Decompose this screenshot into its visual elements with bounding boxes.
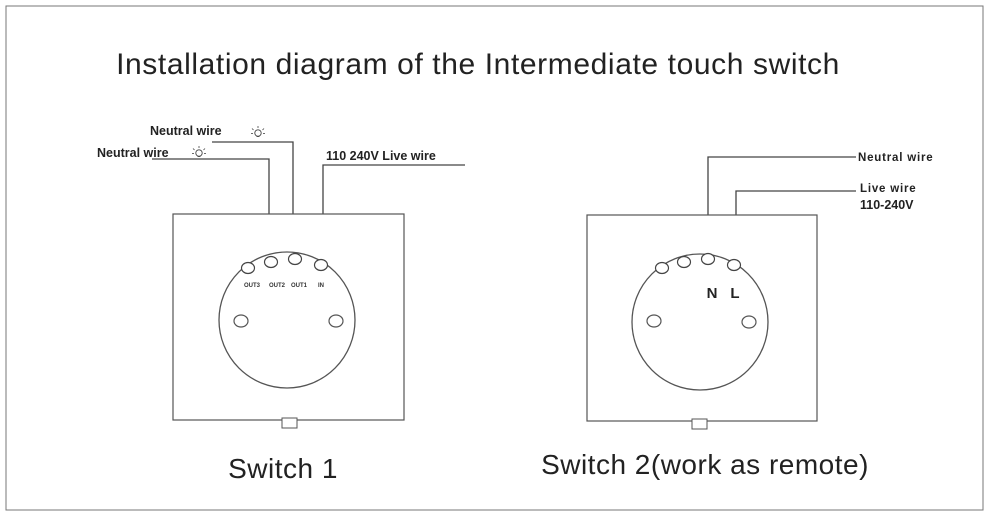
- terminal-out2: [263, 255, 279, 269]
- switch-2-tab: [691, 418, 708, 430]
- live-wire-label: 110 240V Live wire: [326, 149, 436, 163]
- terminal-2: [676, 255, 692, 269]
- switch-2-terminals: N L: [654, 252, 742, 302]
- terminal-label-in: IN: [318, 283, 324, 289]
- switch-1-plate: [172, 213, 405, 421]
- neutral-wire-label: Neutral wire: [858, 152, 933, 164]
- switch-2-screw-hole-right: [741, 315, 757, 329]
- terminal-in: [313, 258, 329, 272]
- live-wire-label: Live wire: [860, 183, 916, 195]
- terminal-1: [654, 261, 670, 275]
- terminal-label-out2: OUT2: [269, 283, 286, 289]
- switch-2-plate: [586, 214, 818, 422]
- switch-2-screw-hole-left: [646, 314, 662, 328]
- voltage-label: 110-240V: [860, 198, 914, 212]
- switch-1-terminals: OUT3 OUT2 OUT1 IN: [240, 252, 329, 289]
- switch-1-tab: [281, 417, 298, 429]
- switch-1: Neutral wire Neutral wire 110 240V Live …: [97, 124, 465, 484]
- neutral-wire-label-top: Neutral wire: [150, 124, 222, 138]
- terminal-label-out1: OUT1: [291, 283, 308, 289]
- switch-2: Neutral wire Live wire 110-240V N L Swit…: [541, 152, 933, 480]
- switch-1-mounting-circle: [218, 251, 356, 389]
- terminal-label-out3: OUT3: [244, 283, 261, 289]
- terminal-out1: [287, 252, 303, 266]
- terminal-out3: [240, 261, 256, 275]
- switch-1-caption: Switch 1: [228, 453, 338, 484]
- neutral-wire-label-bottom: Neutral wire: [97, 146, 169, 160]
- outer-frame: [5, 5, 984, 511]
- terminal-label-n: N: [707, 285, 718, 302]
- terminal-n: [700, 252, 716, 266]
- diagram-title: Installation diagram of the Intermediate…: [116, 48, 840, 81]
- terminal-label-l: L: [730, 285, 739, 302]
- switch-2-mounting-circle: [631, 253, 769, 391]
- terminal-l: [726, 258, 742, 272]
- light-bulb-icon: [251, 126, 265, 137]
- switch-2-caption: Switch 2(work as remote): [541, 449, 869, 480]
- light-bulb-icon: [192, 146, 206, 157]
- switch-1-screw-hole-left: [233, 314, 249, 328]
- switch-1-screw-hole-right: [328, 314, 344, 328]
